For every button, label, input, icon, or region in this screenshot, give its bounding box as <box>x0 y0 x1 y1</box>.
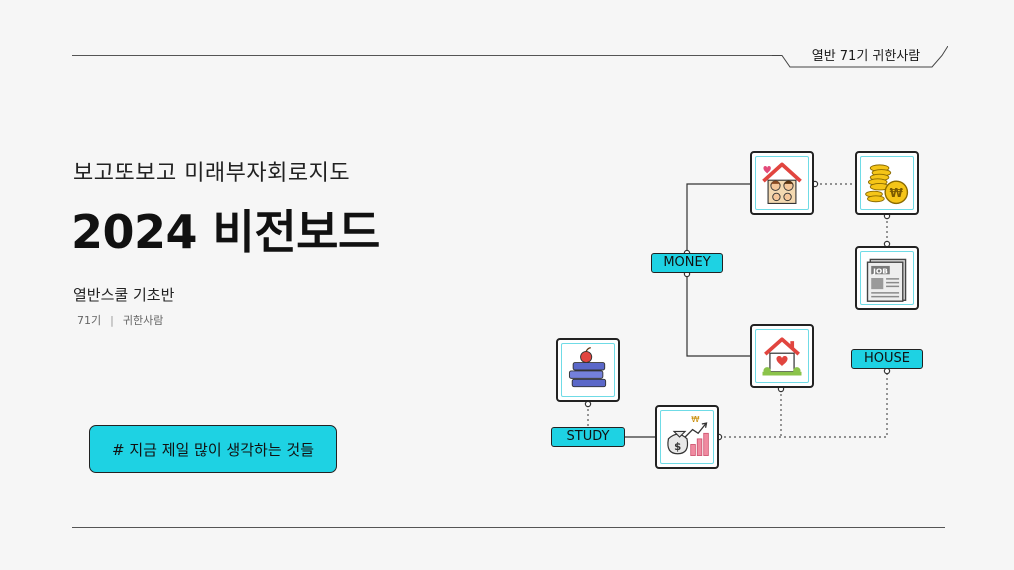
class-info: 71기 | 귀한사람 <box>77 312 163 328</box>
card-coins: ₩ <box>855 151 919 215</box>
node-dot <box>584 400 592 408</box>
card-family <box>750 151 814 215</box>
dotted-growth-house <box>719 371 888 438</box>
separator: | <box>110 314 114 327</box>
family-house-icon <box>762 162 802 204</box>
won-symbol: ₩ <box>890 186 904 200</box>
bottom-rule <box>72 527 945 528</box>
heart-house-icon <box>762 337 802 376</box>
money-growth-icon: $ ₩ <box>667 414 709 456</box>
page-title: 2024 비전보드 <box>71 205 380 259</box>
school-name: 열반스쿨 기초반 <box>73 286 175 304</box>
books-apple-icon <box>568 347 607 388</box>
subtitle: 보고또보고 미래부자회로지도 <box>73 161 351 186</box>
header-tag-frame <box>772 46 948 68</box>
svg-text:₩: ₩ <box>691 414 700 424</box>
header-tag: 열반 71기 귀한사람 <box>811 49 921 64</box>
class-number: 71기 <box>77 314 102 327</box>
coins-won-icon: ₩ <box>865 164 909 205</box>
label-study: STUDY <box>551 427 625 447</box>
card-heart-house <box>750 324 814 388</box>
node-dot <box>883 367 891 375</box>
top-rule <box>72 55 782 56</box>
card-books <box>556 338 620 402</box>
label-house: HOUSE <box>851 349 923 369</box>
dollar-symbol: $ <box>674 442 681 453</box>
card-money-growth: $ ₩ <box>655 405 719 469</box>
connector-money-house <box>686 274 750 357</box>
thoughts-button[interactable]: # 지금 제일 많이 생각하는 것들 <box>89 425 337 473</box>
job-text: JOB <box>872 266 888 275</box>
connector-money-family <box>686 183 750 253</box>
job-newspaper-icon: JOB <box>866 258 907 302</box>
author-name: 귀한사람 <box>122 314 164 327</box>
card-job: JOB <box>855 246 919 310</box>
label-money: MONEY <box>651 253 723 273</box>
